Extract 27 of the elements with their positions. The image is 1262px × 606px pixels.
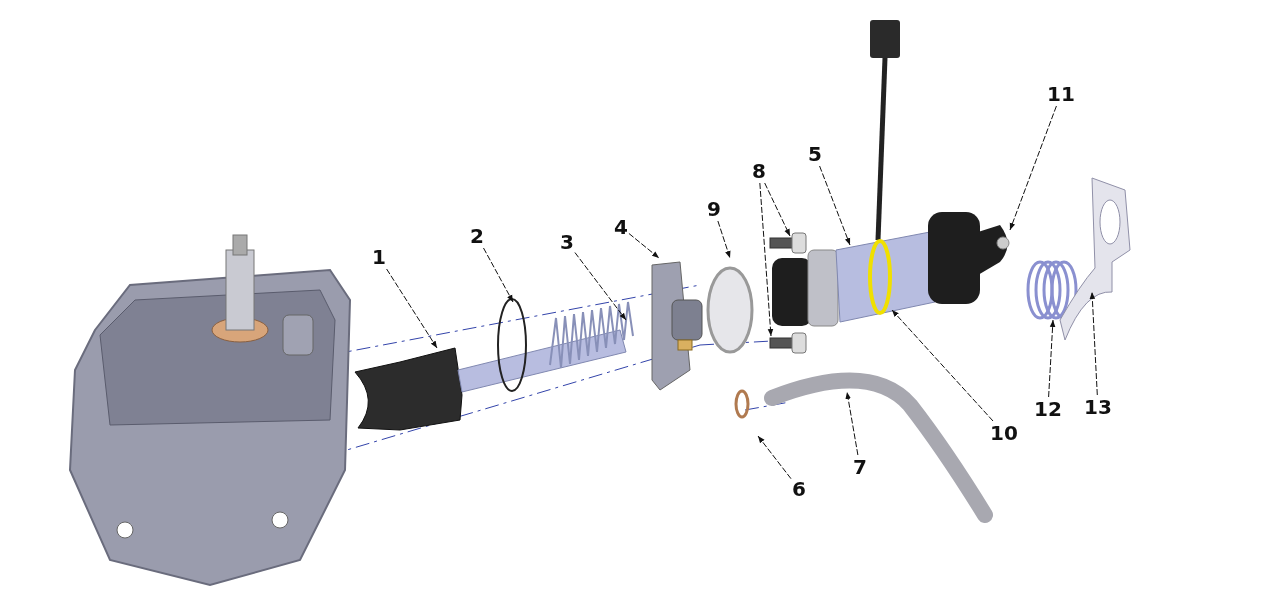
callout-number: 7 <box>853 456 867 478</box>
leader-line <box>845 391 859 456</box>
leader-line <box>1009 105 1057 231</box>
leader-line <box>891 309 994 422</box>
callout-number: 8 <box>752 160 766 182</box>
leader-line <box>757 435 792 480</box>
leader-line <box>483 247 514 303</box>
callout-number: 11 <box>1047 83 1075 105</box>
leader-line <box>819 165 851 246</box>
callout-number: 5 <box>808 143 822 165</box>
leader-line <box>764 182 791 237</box>
callout-number: 2 <box>470 225 484 247</box>
callout-number: 10 <box>990 422 1018 444</box>
leader-line <box>628 233 660 259</box>
callout-number: 9 <box>707 198 721 220</box>
leader-line <box>717 220 731 259</box>
callout-number: 12 <box>1034 398 1062 420</box>
callout-number: 1 <box>372 246 386 268</box>
leader-line <box>574 252 627 321</box>
leader-line <box>1048 319 1056 398</box>
callout-number: 13 <box>1084 396 1112 418</box>
callout-number: 6 <box>792 478 806 500</box>
leader-line <box>759 182 774 337</box>
leader-line <box>1089 291 1098 396</box>
callout-number: 3 <box>560 231 574 253</box>
leader-line <box>386 268 438 349</box>
callout-number: 4 <box>614 216 628 238</box>
